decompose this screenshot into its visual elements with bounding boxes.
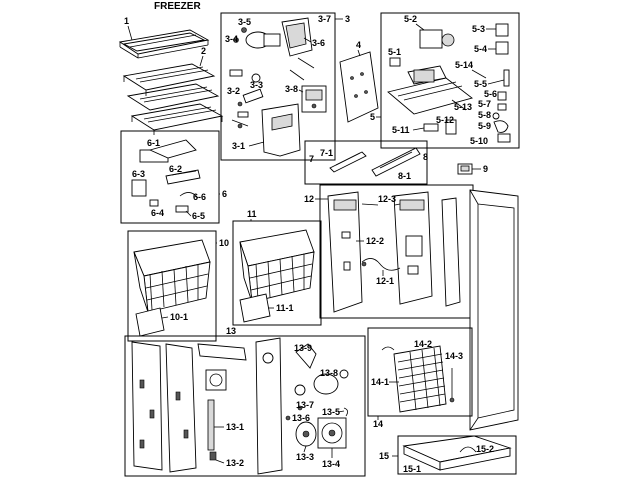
label-13-2: 13-2 <box>226 458 244 468</box>
part-10-box <box>127 230 217 342</box>
label-6-2: 6-2 <box>169 164 182 174</box>
label-15-2: 15-2 <box>476 444 494 454</box>
label-9: 9 <box>483 164 488 174</box>
label-8-1: 8-1 <box>398 171 411 181</box>
label-5-5: 5-5 <box>474 79 487 89</box>
label-14-1: 14-1 <box>371 377 389 387</box>
label-5: 5 <box>370 112 375 122</box>
label-5-4: 5-4 <box>474 44 487 54</box>
label-4: 4 <box>356 40 361 50</box>
label-3-4: 3-4 <box>225 34 238 44</box>
label-3-6: 3-6 <box>312 38 325 48</box>
diagram-title: FREEZER <box>154 1 201 12</box>
label-5-1: 5-1 <box>388 47 401 57</box>
part-7-8-assembly <box>329 147 421 177</box>
label-13-7: 13-7 <box>296 400 314 410</box>
part-5-box <box>380 12 520 149</box>
label-10-1: 10-1 <box>170 312 188 322</box>
label-10: 10 <box>219 238 229 248</box>
part-6-assembly <box>131 139 201 213</box>
label-7: 7 <box>309 154 314 164</box>
part-3-box <box>220 12 336 161</box>
part-6-box <box>120 130 220 224</box>
label-12: 12 <box>304 194 314 204</box>
label-1: 1 <box>124 16 129 26</box>
label-3-3: 3-3 <box>250 80 263 90</box>
label-8: 8 <box>423 152 428 162</box>
label-11-1: 11-1 <box>276 303 294 313</box>
label-6-5: 6-5 <box>192 211 205 221</box>
label-14: 14 <box>373 419 383 429</box>
label-6-4: 6-4 <box>151 208 164 218</box>
label-2: 2 <box>201 46 206 56</box>
label-5-6: 5-6 <box>484 89 497 99</box>
part-7-8-box <box>304 140 428 185</box>
label-3-2: 3-2 <box>227 86 240 96</box>
part-9-clip <box>457 163 473 175</box>
part-1-shelf <box>118 29 210 59</box>
label-15-1: 15-1 <box>403 464 421 474</box>
part-5-assembly <box>387 23 511 143</box>
label-3-7: 3-7 <box>318 14 331 24</box>
label-3-5: 3-5 <box>238 17 251 27</box>
label-6-3: 6-3 <box>132 169 145 179</box>
label-14-3: 14-3 <box>445 351 463 361</box>
label-13-6: 13-6 <box>292 413 310 423</box>
label-5-8: 5-8 <box>478 110 491 120</box>
label-13-8: 13-8 <box>320 368 338 378</box>
part-10-basket <box>133 239 211 337</box>
label-6: 6 <box>222 189 227 199</box>
part-14-box <box>367 327 473 417</box>
part-12-assembly <box>327 191 461 313</box>
label-12-2: 12-2 <box>366 236 384 246</box>
label-6-1: 6-1 <box>147 138 160 148</box>
label-5-13: 5-13 <box>454 102 472 112</box>
part-15-drain-pan <box>402 435 512 471</box>
part-11-basket <box>239 229 315 323</box>
label-5-9: 5-9 <box>478 121 491 131</box>
label-11: 11 <box>247 209 257 219</box>
label-12-3: 12-3 <box>378 194 396 204</box>
part-15-box <box>397 435 517 475</box>
label-13-4: 13-4 <box>322 459 340 469</box>
label-5-2: 5-2 <box>404 14 417 24</box>
label-15: 15 <box>379 451 389 461</box>
label-7-1: 7-1 <box>320 148 333 158</box>
label-13: 13 <box>226 326 236 336</box>
label-13-9: 13-9 <box>294 343 312 353</box>
label-13-3: 13-3 <box>296 452 314 462</box>
label-5-7: 5-7 <box>478 99 491 109</box>
label-13-1: 13-1 <box>226 422 244 432</box>
label-12-1: 12-1 <box>376 276 394 286</box>
part-13-assembly <box>131 337 349 475</box>
part-2-wire-shelves <box>122 63 224 135</box>
part-14-evaporator <box>381 345 455 413</box>
label-3-1: 3-1 <box>232 141 245 151</box>
label-13-5: 13-5 <box>322 407 340 417</box>
part-3-assembly <box>229 17 327 157</box>
label-5-14: 5-14 <box>455 60 473 70</box>
label-5-10: 5-10 <box>470 136 488 146</box>
label-3: 3 <box>345 14 350 24</box>
label-5-11: 5-11 <box>392 125 410 135</box>
part-13-box <box>124 335 366 477</box>
label-14-2: 14-2 <box>414 339 432 349</box>
part-11-box <box>232 220 322 326</box>
label-6-6: 6-6 <box>193 192 206 202</box>
label-5-12: 5-12 <box>436 115 454 125</box>
label-3-8: 3-8 <box>285 84 298 94</box>
label-5-3: 5-3 <box>472 24 485 34</box>
freezer-door-liner <box>469 189 519 431</box>
